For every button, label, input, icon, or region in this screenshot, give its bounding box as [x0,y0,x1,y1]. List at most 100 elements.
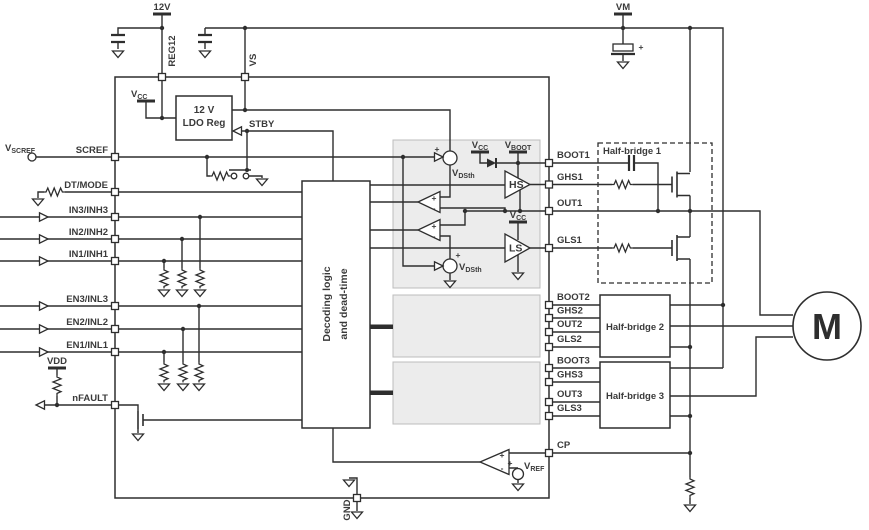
gnd-icon [683,504,697,513]
pin-ghs2 [544,313,554,323]
bus-bar [370,324,393,329]
decoding-block-line2: and dead-time [338,268,350,339]
output-arrow-icon [35,400,46,410]
pin-gls1 [544,243,554,253]
cp-comparator-plus: + [500,450,505,460]
signal-arrows [35,126,444,410]
label-in3: IN3/INH3 [69,205,108,216]
motor-label: M [812,306,842,347]
nfault-open-drain-fet [137,411,144,429]
gnd-icon [193,289,207,298]
dtmode-resistor [43,187,66,197]
label-in2: IN2/INH2 [69,227,108,238]
gnd-icon [192,383,206,392]
comparator-plus: + [432,193,437,203]
gnd-icon [131,433,145,442]
label-vref: VREF [524,461,545,473]
vdd-pullup-resistor [52,374,62,397]
cp-comparator [478,448,510,476]
label-en1: EN1/INL1 [66,340,108,351]
wires [0,14,793,511]
pin-dt-mode [110,187,120,197]
label-vs: VS [248,54,259,67]
standby-switch-contact [242,172,250,180]
bootstrap-diode [487,158,496,168]
label-en2: EN2/INL2 [66,317,108,328]
label-vdsth-bottom: VDSth [459,262,482,274]
half-bridge-3-block [599,361,671,429]
sense-resistor [685,476,695,499]
label-gls1: GLS1 [557,235,583,246]
gate-driver-block-3 [392,361,541,425]
decoding-logic-block [301,180,371,429]
pin-in3 [110,212,120,222]
comparator-minus: - [433,203,436,213]
label-stby: STBY [249,119,275,130]
bus-bar [370,390,393,395]
label-gls3: GLS3 [557,403,582,414]
labels: 12V VM + REG12 VS VCC 12 V LDO Reg STBY … [5,2,842,521]
standby-switch-contact [230,172,238,180]
pin-scref [110,152,120,162]
label-ghs1: GHS1 [557,172,584,183]
vds-comparator-ls [416,218,441,242]
vdsth-top-plus: + [435,144,440,154]
gnd-icon [157,289,171,298]
vdsth-source-top [442,150,458,166]
amplifiers [416,158,532,476]
label-vcc-ls: VCC [510,210,526,222]
label-vdsth-top: VDSth [452,168,475,180]
half-bridge-2-block [599,294,671,358]
gnd-icon [175,289,189,298]
pin-out2 [544,327,554,337]
label-boot3: BOOT3 [557,356,590,367]
half-bridge-3-label: Half-bridge 3 [606,391,664,402]
pulldown-resistor [195,267,205,290]
vref-plus: + [508,458,513,468]
pin-ghs3 [544,377,554,387]
half-bridge-2-label: Half-bridge 2 [606,322,664,333]
ldo-block-line2: LDO Reg [183,118,226,129]
pin-boot2 [544,300,554,310]
vdsth-source-bottom [442,258,458,274]
pin-boot1 [544,158,554,168]
pin-vs [240,72,250,82]
label-12v: 12V [154,2,172,13]
pin-in1 [110,256,120,266]
pulldown-resistor [159,267,169,290]
pin-in2 [110,234,120,244]
high-side-fet [671,171,678,198]
pulldown-resistor [178,361,188,384]
pulldown-resistor [177,267,187,290]
gnd-icon [111,50,125,59]
gnd-icon [511,483,525,492]
gnd-icon [176,383,190,392]
gnd-icon [198,50,212,59]
pin-en2 [110,324,120,334]
gnd-icon [255,178,269,187]
vm-cap-positive-plate [612,43,634,52]
pin-en3 [110,301,120,311]
pin-gls3 [544,411,554,421]
label-ghs2: GHS2 [557,306,583,317]
vref-source [511,467,525,481]
label-vm: VM [616,2,630,13]
label-out2: OUT2 [557,319,582,330]
junction-dots [54,25,726,456]
gnd-icon [342,479,356,488]
label-out3: OUT3 [557,389,582,400]
label-vscref: VSCREF [5,143,36,155]
pin-nfault [110,400,120,410]
comparator-plus: + [432,221,437,231]
supply-bars [48,12,632,370]
gnd-icon [31,198,45,207]
gnd-icon [157,383,171,392]
gate-driver-block-1 [392,139,541,289]
label-vcc-hs: VCC [472,140,488,152]
pin-boot3 [544,363,554,373]
vds-comparator-hs [416,190,441,214]
label-hs-driver: HS [509,179,524,191]
gate-resistor-ls1 [611,243,634,253]
